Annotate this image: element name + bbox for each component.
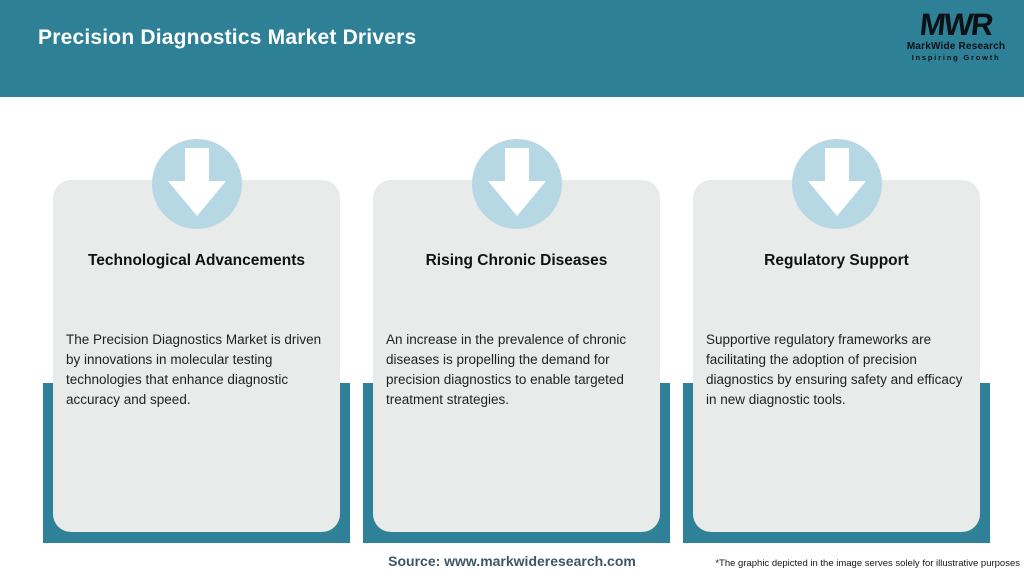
down-arrow-icon (791, 139, 882, 229)
driver-cards-row: Technological Advancements The Precision… (43, 139, 990, 543)
logo-monogram: MWR (918, 7, 994, 42)
card-title: Rising Chronic Diseases (425, 252, 608, 269)
logo-company-name: MarkWide Research (906, 41, 1006, 52)
card-body: Rising Chronic Diseases An increase in t… (373, 180, 660, 532)
card-body: Regulatory Support Supportive regulatory… (693, 180, 980, 532)
driver-card-rising-chronic-diseases: Rising Chronic Diseases An increase in t… (363, 139, 670, 543)
card-title: Technological Advancements (87, 252, 306, 269)
driver-card-technological-advancements: Technological Advancements The Precision… (43, 139, 350, 543)
source-text: Source: www.markwideresearch.com (388, 553, 636, 569)
down-arrow-icon (471, 139, 562, 229)
disclaimer-text: *The graphic depicted in the image serve… (715, 558, 1020, 569)
page-title: Precision Diagnostics Market Drivers (38, 26, 417, 49)
driver-card-regulatory-support: Regulatory Support Supportive regulatory… (683, 139, 990, 543)
header-bar: Precision Diagnostics Market Drivers MWR… (0, 0, 1024, 97)
card-description: An increase in the prevalence of chronic… (386, 332, 627, 407)
logo-tagline: Inspiring Growth (911, 53, 1001, 62)
card-title: Regulatory Support (764, 252, 909, 269)
markwide-research-logo: MWR MarkWide Research Inspiring Growth (901, 7, 1011, 62)
card-description: The Precision Diagnostics Market is driv… (66, 332, 322, 407)
card-description: Supportive regulatory frameworks are fac… (706, 332, 963, 407)
down-arrow-icon (151, 139, 242, 229)
card-body: Technological Advancements The Precision… (53, 180, 340, 532)
